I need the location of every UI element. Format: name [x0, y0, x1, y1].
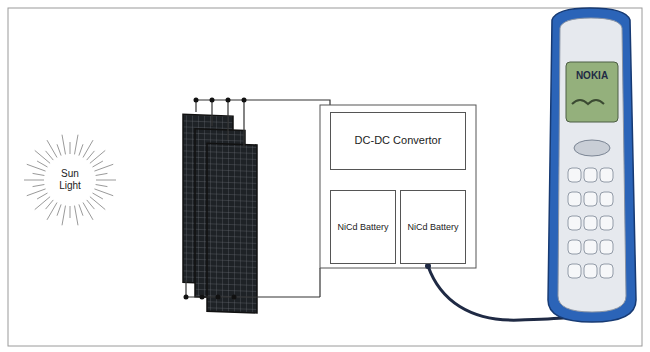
converter-box: DC-DC Convertor — [330, 112, 466, 170]
sun-label-area: Sun Light — [46, 160, 94, 200]
mobile-phone — [548, 8, 636, 322]
battery-box: NiCd Battery — [400, 190, 466, 264]
node-text: Sun Light — [50, 168, 90, 192]
sun-symbol — [24, 135, 116, 226]
battery-box: NiCd Battery — [330, 190, 396, 264]
brand-label: NOKIA — [576, 70, 608, 81]
node-text: NiCd Battery — [407, 222, 458, 233]
charger-housing — [320, 105, 476, 268]
node-text: DC-DC Convertor — [355, 134, 442, 147]
wires — [186, 100, 330, 300]
terminal-dots — [184, 98, 247, 300]
solar-panels — [183, 114, 257, 313]
node-text: NiCd Battery — [337, 222, 388, 233]
frame — [8, 8, 642, 346]
